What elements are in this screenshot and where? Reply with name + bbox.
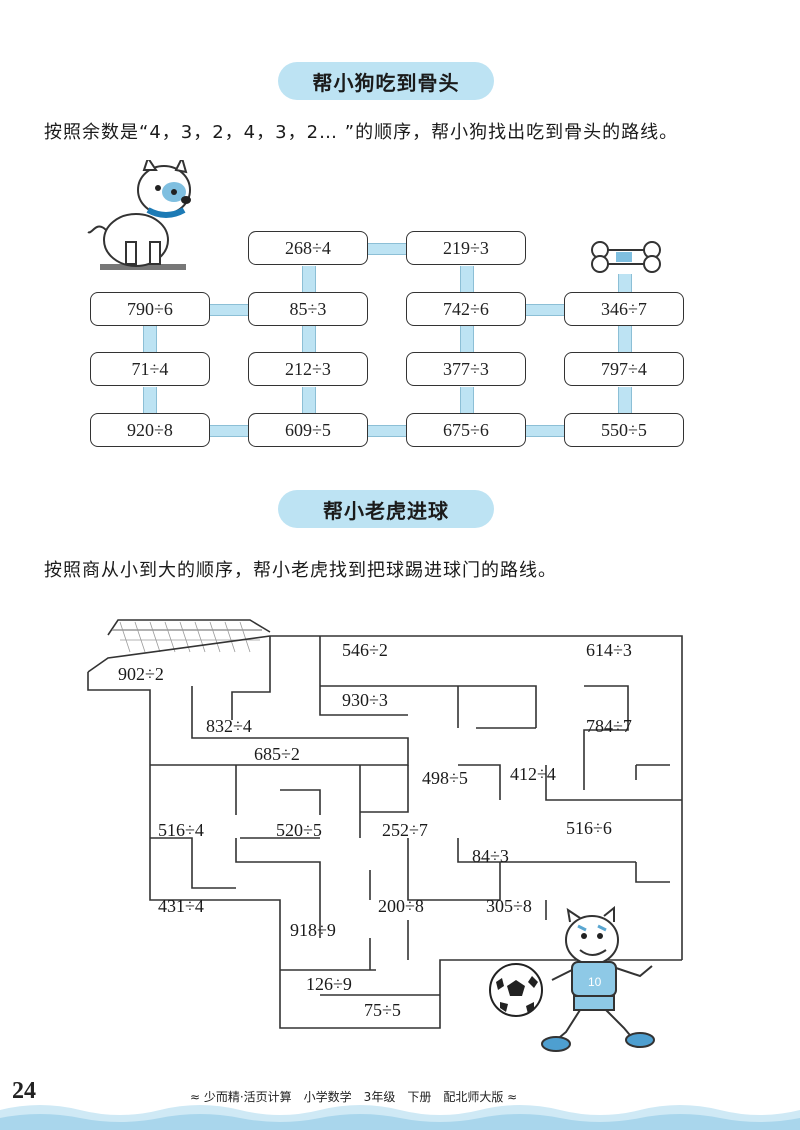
maze-division-label[interactable]: 520÷5: [276, 820, 322, 840]
h-connector: [526, 425, 564, 437]
division-box[interactable]: 85÷3: [248, 292, 368, 326]
v-connector: [460, 326, 474, 352]
h-connector: [210, 304, 248, 316]
division-box[interactable]: 212÷3: [248, 352, 368, 386]
dog-illustration: [87, 160, 191, 270]
v-connector: [302, 266, 316, 292]
v-connector: [460, 387, 474, 413]
maze-division-label[interactable]: 918÷9: [290, 920, 336, 940]
v-connector: [143, 326, 157, 352]
v-connector: [618, 274, 632, 292]
svg-text:10: 10: [588, 975, 602, 989]
v-connector: [143, 387, 157, 413]
maze-division-label[interactable]: 126÷9: [306, 974, 352, 994]
h-connector: [368, 243, 406, 255]
footer-caption: ≈ 少而精·活页计算 小学数学 3年级 下册 配北师大版 ≈: [190, 1090, 518, 1104]
maze-division-label[interactable]: 902÷2: [118, 664, 164, 684]
maze-division-label[interactable]: 784÷7: [586, 716, 632, 736]
maze-division-label[interactable]: 305÷8: [486, 896, 532, 916]
division-box[interactable]: 797÷4: [564, 352, 684, 386]
bone-icon: [591, 241, 661, 273]
maze-division-label[interactable]: 75÷5: [364, 1000, 401, 1020]
division-box[interactable]: 920÷8: [90, 413, 210, 447]
tiger-illustration: 10: [541, 906, 655, 1052]
maze-division-label[interactable]: 930÷3: [342, 690, 388, 710]
maze-division-label[interactable]: 200÷8: [378, 896, 424, 916]
h-connector: [526, 304, 564, 316]
division-box[interactable]: 675÷6: [406, 413, 526, 447]
maze-division-label[interactable]: 412÷4: [510, 764, 556, 784]
v-connector: [302, 387, 316, 413]
page-number: 24: [12, 1078, 36, 1104]
footer-wave: [0, 1105, 800, 1130]
division-box[interactable]: 346÷7: [564, 292, 684, 326]
v-connector: [460, 266, 474, 292]
v-connector: [618, 326, 632, 352]
v-connector: [302, 326, 316, 352]
maze: [87, 619, 683, 1029]
division-box[interactable]: 609÷5: [248, 413, 368, 447]
maze-division-label[interactable]: 498÷5: [422, 768, 468, 788]
maze-division-label[interactable]: 252÷7: [382, 820, 428, 840]
maze-division-label[interactable]: 516÷6: [566, 818, 612, 838]
maze-division-label[interactable]: 614÷3: [586, 640, 632, 660]
maze-division-label[interactable]: 546÷2: [342, 640, 388, 660]
division-box[interactable]: 219÷3: [406, 231, 526, 265]
h-connector: [210, 425, 248, 437]
division-box[interactable]: 742÷6: [406, 292, 526, 326]
section1-title: 帮小狗吃到骨头: [278, 62, 494, 100]
division-box[interactable]: 550÷5: [564, 413, 684, 447]
division-box[interactable]: 268÷4: [248, 231, 368, 265]
division-box[interactable]: 71÷4: [90, 352, 210, 386]
maze-division-label[interactable]: 431÷4: [158, 896, 204, 916]
maze-division-label[interactable]: 685÷2: [254, 744, 300, 764]
h-connector: [368, 425, 406, 437]
division-box[interactable]: 790÷6: [90, 292, 210, 326]
soccer-ball-icon: [489, 963, 543, 1017]
v-connector: [618, 387, 632, 413]
maze-division-label[interactable]: 832÷4: [206, 716, 252, 736]
division-box[interactable]: 377÷3: [406, 352, 526, 386]
section2-instruction: 按照商从小到大的顺序，帮小老虎找到把球踢进球门的路线。: [44, 560, 557, 581]
section2-title: 帮小老虎进球: [278, 490, 494, 528]
maze-division-label[interactable]: 84÷3: [472, 846, 509, 866]
section1-instruction: 按照余数是“4，3，2，4，3，2… ”的顺序，帮小狗找出吃到骨头的路线。: [44, 122, 679, 143]
maze-division-label[interactable]: 516÷4: [158, 820, 204, 840]
